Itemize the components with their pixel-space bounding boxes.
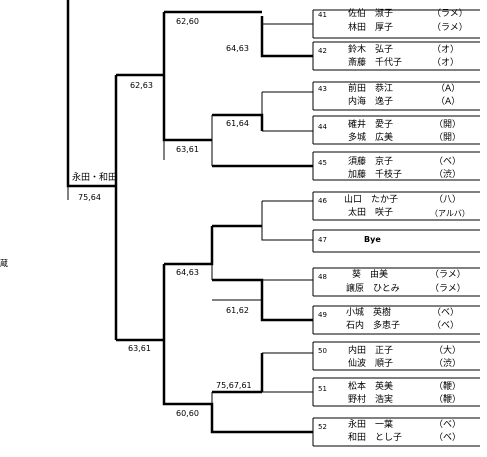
player-name: 内田 正子 [348,346,394,356]
player-name: 確井 愛子 [348,120,394,130]
player-club: （ベ） [432,308,460,318]
player-name: 小城 英樹 [346,308,392,318]
player-name: 鈴木 弘子 [348,45,394,55]
score-label: 60,60 [176,409,199,418]
player-club: （A） [436,97,461,107]
score-label: 64,63 [226,44,249,53]
player-name: 前田 恭江 [348,84,394,94]
player-name: 松本 英美 [348,382,394,392]
score-label: 64,63 [176,268,199,277]
player-name: 永田 一葉 [348,420,394,430]
player-name: 葵 由美 [352,270,389,280]
player-name: 仙波 順子 [348,359,394,369]
player-club: （ラメ） [430,270,466,280]
player-club: （大） [434,346,462,356]
player-club: （鞭） [434,395,462,405]
player-club: （ラメ） [432,23,468,33]
player-name: 和田 とし子 [348,433,403,443]
player-name: 石内 多恵子 [346,321,401,331]
player-club: （鞭） [434,382,462,392]
player-club: （ベ） [434,420,462,430]
player-name: 斎藤 千代子 [348,58,403,68]
score-label: 62,63 [130,81,153,90]
player-name: 譲原 ひとみ [346,284,400,294]
score-label: 63,61 [128,344,151,353]
player-club: （渋） [434,170,462,180]
player-name: 佐伯 淑子 [348,9,394,19]
entry-number: 44 [318,123,327,131]
player-club: （A） [436,84,461,94]
entry-number: 48 [318,273,327,281]
player-name: 山口 たか子 [344,195,399,205]
player-club: （ラメ） [430,284,466,294]
entry-number: 45 [318,159,327,167]
player-club: （ベ） [434,157,462,167]
entry-number: 42 [318,47,327,55]
score-label: 63,61 [176,145,199,154]
entry-number: 49 [318,311,327,319]
entry-number: 51 [318,385,327,393]
player-name: 林田 厚子 [348,23,394,33]
player-club: （オ） [432,58,460,68]
player-club: （渋） [434,359,462,369]
player-club: （開） [434,120,462,130]
player-club: （オ） [432,45,460,55]
player-name: 太田 咲子 [348,208,394,218]
entry-number: 43 [318,85,327,93]
upper-pair-names: 永田・和田 [72,173,118,183]
score-label: 61,64 [226,119,249,128]
entry-number: 46 [318,197,327,205]
player-name: 内海 逸子 [348,97,394,107]
player-name: 加藤 千枝子 [348,170,403,180]
player-club: （八） [434,195,462,205]
player-name: 多城 広美 [348,133,394,143]
score-label: 61,62 [226,306,249,315]
entry-number: 47 [318,236,327,244]
score-label: 62,60 [176,17,199,26]
bye-label: Bye [364,235,381,244]
score-label: 75,67,61 [216,381,252,390]
player-name: 野村 浩実 [348,395,394,405]
player-club: （開） [434,133,462,143]
entry-number: 52 [318,423,327,431]
upper-pair-score: 75,64 [78,193,101,202]
entry-number: 50 [318,347,327,355]
player-club: （ラメ） [432,9,468,19]
player-club: （ベ） [432,321,460,331]
player-club: （アルバ） [430,209,470,218]
side-fragment: 蔵 [0,259,8,268]
entry-number: 41 [318,11,327,19]
player-name: 須藤 京子 [348,157,394,167]
player-club: （ベ） [434,433,462,443]
